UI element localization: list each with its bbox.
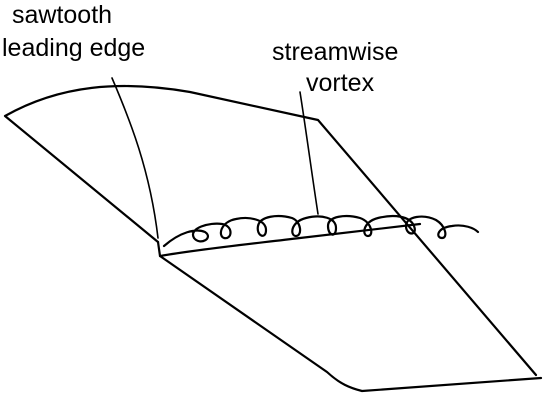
sawtooth-label-line2: leading edge xyxy=(2,34,145,62)
wing-outline-lower xyxy=(156,240,543,393)
wing-outline-upper xyxy=(3,84,538,377)
sawtooth-leader-line xyxy=(111,77,159,239)
vortex-leader-line xyxy=(299,91,319,215)
sawtooth-label-line1: sawtooth xyxy=(12,1,112,29)
streamwise-vortex xyxy=(162,215,480,248)
vortex-label-line1: streamwise xyxy=(272,38,398,66)
sawtooth-edge xyxy=(158,222,422,258)
vortex-label-line2: vortex xyxy=(306,69,375,97)
